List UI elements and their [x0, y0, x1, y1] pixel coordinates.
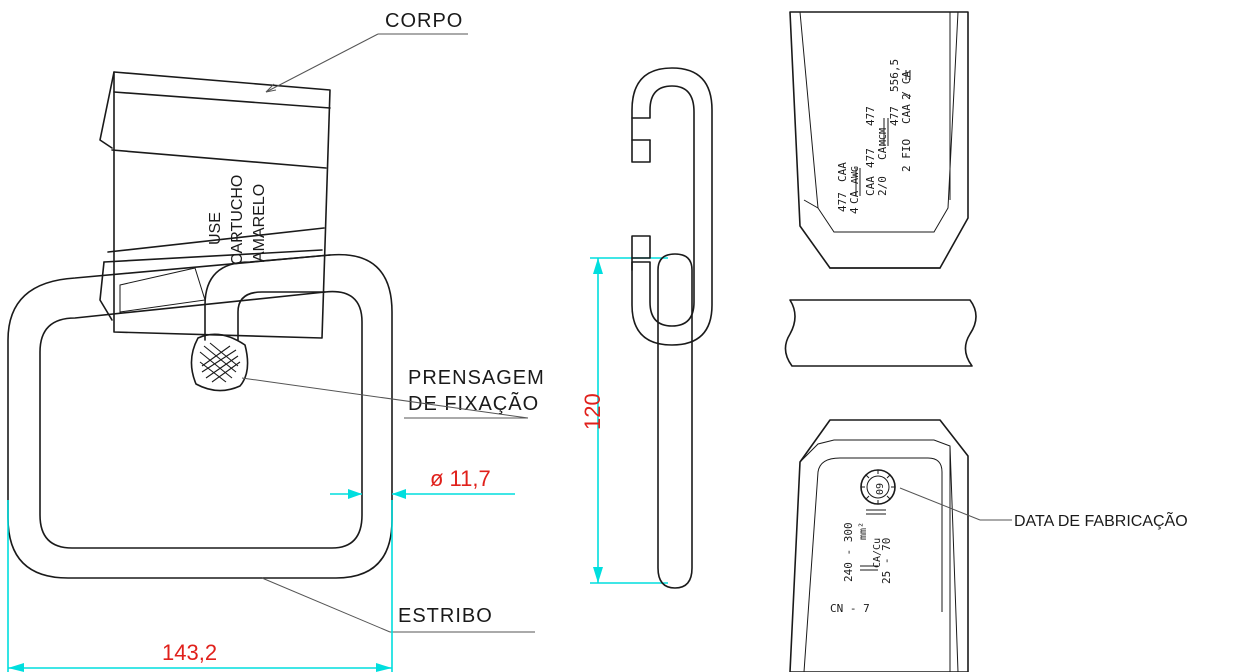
- tm-c2d: CAA: [864, 176, 877, 196]
- dimension-height: 120: [580, 257, 668, 584]
- bm-material: CA/Cu: [872, 538, 883, 568]
- break-section: [784, 299, 977, 367]
- estribo-label: ESTRIBO: [398, 605, 493, 627]
- width-dimension: 143,2: [162, 640, 217, 665]
- tm-c3c: CAA / CA: [900, 71, 913, 124]
- date-dial: 09: [860, 469, 896, 505]
- corpo-body: [99, 71, 331, 339]
- prensagem-callout: PRENSAGEM DE FIXAÇÃO: [241, 367, 545, 419]
- bm-range-b: 25 - 70: [880, 538, 893, 584]
- tm-c3a: 477: [864, 106, 877, 126]
- use-line2: CARTUCHO: [229, 175, 246, 265]
- tm-c3d: 2 FIO: [900, 139, 913, 172]
- tm-c4b: 2: [900, 93, 913, 100]
- stirrup-loop: [204, 254, 331, 341]
- tm-c4a: 556,5: [888, 59, 901, 92]
- prensagem-label-1: PRENSAGEM: [408, 367, 545, 389]
- tm-c1a: 477: [836, 192, 849, 212]
- corpo-label: CORPO: [385, 10, 463, 32]
- top-view: [789, 11, 969, 269]
- tm-c2e: 2/0: [876, 176, 889, 196]
- corpo-callout: CORPO: [265, 10, 468, 93]
- data-fabricacao-callout: DATA DE FABRICAÇÃO: [899, 487, 1188, 530]
- prensagem-label-2: DE FIXAÇÃO: [408, 391, 539, 415]
- bm-model: CN - 7: [830, 602, 870, 615]
- height-dimension: 120: [580, 393, 605, 430]
- bottom-marking: 240 - 300 mm² CA/Cu 25 - 70 CN - 7: [830, 509, 893, 615]
- use-line1: USE: [207, 212, 224, 245]
- bm-unit-a: mm²: [858, 522, 869, 540]
- tm-c2b: CA: [876, 146, 889, 160]
- tm-c1e: 4: [848, 207, 861, 214]
- tm-c3b: 477: [888, 106, 901, 126]
- tm-c1d: CAA: [836, 162, 849, 182]
- bm-range-a: 240 - 300: [842, 522, 855, 582]
- dimension-diameter: ø 11,7: [330, 466, 515, 499]
- data-fabricacao-label: DATA DE FABRICAÇÃO: [1014, 510, 1188, 530]
- top-marking: 477 CA AWG CAA 4 477 CA MCM CAA 2/0 477 …: [836, 59, 913, 214]
- use-line3: AMARELO: [251, 184, 268, 262]
- use-cartucho-text: USE CARTUCHO AMARELO: [207, 175, 268, 265]
- dimension-width: 143,2: [7, 500, 393, 672]
- estribo-callout: ESTRIBO: [261, 577, 535, 633]
- tm-c1b: CA: [848, 190, 861, 204]
- date-code: 09: [875, 483, 886, 495]
- prensagem-crimp: [190, 333, 249, 392]
- estribo-stirrup: [7, 253, 393, 579]
- diameter-dimension: ø 11,7: [430, 466, 491, 491]
- bottom-view: [789, 419, 969, 672]
- tm-c2a: 477: [864, 148, 877, 168]
- side-view: [631, 67, 713, 589]
